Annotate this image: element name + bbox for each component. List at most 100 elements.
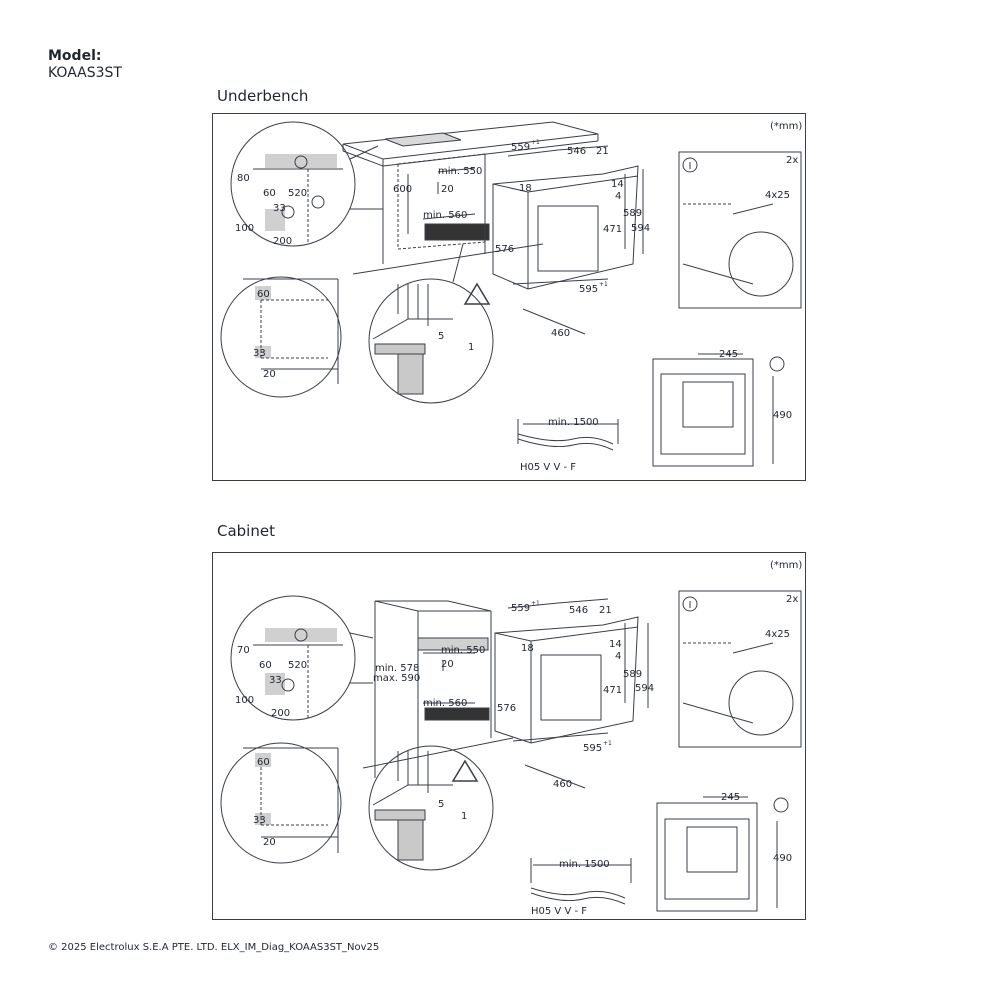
oven-window <box>540 654 602 721</box>
dim-callout-bottom-1: 33 <box>253 815 266 826</box>
cabinet-top <box>374 600 492 612</box>
dim-oven-h4: 594 <box>631 223 650 234</box>
info-box <box>678 590 802 748</box>
dim-oven-depth: 460 <box>551 328 570 339</box>
warning-icon <box>463 282 491 305</box>
footer-copyright: © 2025 Electrolux S.E.A PTE. LTD. ELX_IM… <box>48 942 380 953</box>
dim-oven-d3: 4 <box>615 651 621 662</box>
dim-oven-width-sup: +1 <box>603 740 612 747</box>
info-screw: 4x25 <box>765 190 790 201</box>
socket-zone-bottom <box>265 209 285 231</box>
power-icon-front <box>769 356 785 372</box>
dim-oven-w1: 559 <box>511 142 530 153</box>
warning-icon <box>451 759 479 782</box>
dim-niche-depth: min. 550 <box>438 166 482 177</box>
dim-callout-top-2: 520 <box>288 660 307 671</box>
cable-min-length: min. 1500 <box>559 859 610 870</box>
oven-body <box>494 616 639 744</box>
dim-oven-h1: 576 <box>495 244 514 255</box>
countertop <box>342 121 599 160</box>
power-icon-front <box>773 797 789 813</box>
unit-note: (*mm) <box>770 121 802 132</box>
info-count: 2x <box>786 594 798 605</box>
dim-oven-w3: 21 <box>596 146 609 157</box>
dim-oven-w2: 546 <box>569 605 588 616</box>
dim-callout-bottom-1: 33 <box>253 348 266 359</box>
dim-callout-top-2: 520 <box>288 188 307 199</box>
dim-front-w: 245 <box>719 349 738 360</box>
detail-circle <box>368 278 494 404</box>
dim-oven-w1-sup: +1 <box>531 139 540 146</box>
dim-niche-gap: 20 <box>441 184 454 195</box>
dim-detail-a: 5 <box>438 331 444 342</box>
dim-oven-h2: 471 <box>603 685 622 696</box>
section-title-underbench: Underbench <box>217 87 309 105</box>
dim-callout-top-0: 70 <box>237 645 250 656</box>
dim-niche-width: min. 560 <box>423 698 467 709</box>
oven-window <box>537 205 599 272</box>
detail-circle <box>368 745 494 871</box>
callout-circle-bottom <box>220 276 342 398</box>
info-box <box>678 151 802 309</box>
callout-circle-top <box>230 121 356 247</box>
dim-oven-d1: 18 <box>521 643 534 654</box>
dim-detail-b: 1 <box>468 342 474 353</box>
dim-callout-bottom-0: 60 <box>257 757 270 768</box>
installation-diagram-cabinet: (*mm) 70 60 520 33 100 200 60 33 20 min.… <box>220 560 802 917</box>
cable-code: H05 V V - F <box>531 906 587 917</box>
dim-callout-top-5: 200 <box>271 708 290 719</box>
diagram-panel-cabinet: (*mm) 70 60 520 33 100 200 60 33 20 min.… <box>212 552 806 920</box>
cable-code: H05 V V - F <box>520 462 576 473</box>
dim-niche-height-min: min. 578 <box>375 663 419 674</box>
dim-oven-h3: 589 <box>623 669 642 680</box>
dim-oven-h4: 594 <box>635 683 654 694</box>
dim-oven-width: 595 <box>579 284 598 295</box>
dim-front-w: 245 <box>721 792 740 803</box>
info-icon <box>682 157 698 173</box>
dim-oven-w3: 21 <box>599 605 612 616</box>
dim-front-h: 490 <box>773 853 792 864</box>
dim-oven-d2: 14 <box>611 179 624 190</box>
dim-oven-w1: 559 <box>511 603 530 614</box>
callout-circle-top <box>230 595 356 721</box>
cooktop <box>384 132 462 147</box>
model-value: KOAAS3ST <box>48 65 122 81</box>
info-screw: 4x25 <box>765 629 790 640</box>
dim-callout-top-1: 60 <box>259 660 272 671</box>
dim-niche-height: 600 <box>393 184 412 195</box>
dim-callout-bottom-2: 20 <box>263 369 276 380</box>
dim-callout-bottom-0: 60 <box>257 289 270 300</box>
dim-front-h: 490 <box>773 410 792 421</box>
socket-zone-top <box>265 154 337 168</box>
dim-callout-top-4: 100 <box>235 223 254 234</box>
dim-oven-d1: 18 <box>519 183 532 194</box>
installation-diagram-underbench: (*mm) 80 60 520 33 100 200 60 33 20 600 … <box>220 121 802 473</box>
info-icon <box>682 596 698 612</box>
dim-callout-top-5: 200 <box>273 236 292 247</box>
dim-detail-a: 5 <box>438 799 444 810</box>
dim-callout-top-4: 100 <box>235 695 254 706</box>
callout-circle-bottom <box>220 742 342 864</box>
dim-oven-h3: 589 <box>623 208 642 219</box>
dim-oven-w1-sup: +1 <box>531 600 540 607</box>
unit-note: (*mm) <box>770 560 802 571</box>
dim-niche-gap: 20 <box>441 659 454 670</box>
diagram-panel-underbench: (*mm) 80 60 520 33 100 200 60 33 20 600 … <box>212 113 806 481</box>
front-view <box>656 802 758 912</box>
dim-callout-top-3: 33 <box>269 675 282 686</box>
dim-oven-width-sup: +1 <box>599 281 608 288</box>
info-count: 2x <box>786 155 798 166</box>
dim-callout-bottom-2: 20 <box>263 837 276 848</box>
dim-callout-top-1: 60 <box>263 188 276 199</box>
dim-niche-depth: min. 550 <box>441 645 485 656</box>
front-view <box>652 358 754 467</box>
dim-niche-width: min. 560 <box>423 210 467 221</box>
dim-callout-top-3: 33 <box>273 203 286 214</box>
cable-min-length: min. 1500 <box>548 417 599 428</box>
cable <box>530 887 626 899</box>
dim-oven-depth: 460 <box>553 779 572 790</box>
dim-oven-d2: 14 <box>609 639 622 650</box>
dim-callout-top-0: 80 <box>237 173 250 184</box>
dim-niche-height-max: max. 590 <box>373 673 420 684</box>
dim-oven-d3: 4 <box>615 191 621 202</box>
